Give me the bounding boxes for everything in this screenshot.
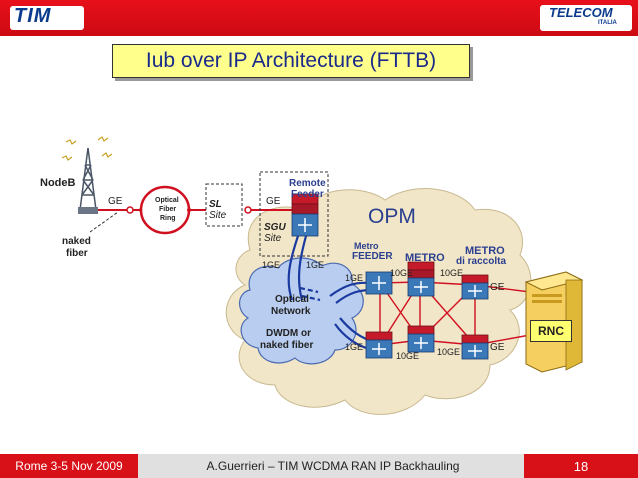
sl-label: SL [209, 199, 222, 210]
optical-ring-label-line2: Fiber [159, 206, 177, 213]
metro-raccolta-switch-bottom-icon [461, 334, 489, 360]
sl-connector [244, 206, 252, 214]
optical-ring-label-line3: Ring [160, 215, 176, 222]
sl-site-label: Site [209, 210, 227, 221]
tim-logo [10, 6, 84, 30]
sgu-site-box [259, 171, 329, 257]
sgu-label: SGU [264, 222, 286, 233]
telecom-logo-subtext: ITALIA [598, 20, 617, 26]
ge-mid-label: GE [266, 196, 281, 207]
nodeb-box [78, 207, 98, 214]
ge-rnc-bottom-label: GE [490, 342, 505, 353]
link-label-1ge: 1GE [262, 260, 281, 270]
link-connector [126, 206, 134, 214]
optical-ring-label-line1: Optical [155, 197, 179, 204]
link-label-10ge: 10GE [396, 351, 420, 361]
metro-feeder-label-line1: Metro [354, 241, 379, 251]
optical-network-label-line2: Network [271, 306, 311, 317]
optical-network-label-line1: Optical [275, 294, 309, 305]
ge-rnc-top-label: GE [490, 282, 505, 293]
remote-feeder-switch-icon [291, 193, 319, 237]
metro-feeder-switch-top-icon [365, 271, 393, 295]
page-number: 18 [524, 454, 638, 478]
link-label-10ge: 10GE [440, 268, 464, 278]
footer-event: Rome 3-5 Nov 2009 [0, 454, 138, 478]
nodeb-tower-icon [79, 147, 97, 211]
dwdm-label-line2: naked fiber [260, 340, 314, 351]
link-label-1ge: 1GE [306, 260, 325, 270]
rnc-server-icon [524, 271, 584, 373]
opm-label: OPM [368, 205, 416, 228]
metro-feeder-switch-bottom-icon [365, 331, 393, 359]
naked-fiber-pointer [89, 211, 119, 233]
link-label-1ge: 1GE [345, 273, 364, 283]
dwdm-label-line1: DWDM or [266, 328, 311, 339]
metro-label: METRO [405, 252, 445, 264]
remote-feeder-label-line1: Remote [289, 178, 326, 189]
slide-title: Iub over IP Architecture (FTTB) [112, 44, 470, 78]
metro-raccolta-switch-top-icon [461, 274, 489, 300]
metro-feeder-label-line2: FEEDER [352, 251, 393, 262]
ge-left-label: GE [108, 196, 123, 207]
tim-logo-text: TIM [14, 5, 52, 27]
nodeb-label: NodeB [40, 177, 76, 189]
rnc-label: RNC [530, 320, 572, 342]
metro-raccolta-label-line1: METRO [465, 245, 505, 257]
telecom-logo-text: TELECOM [549, 5, 613, 20]
sl-site-box [205, 183, 243, 227]
radio-waves-icon [61, 136, 113, 161]
link-label-10ge: 10GE [390, 268, 414, 278]
remote-feeder-label-line2: Feeder [291, 189, 324, 200]
naked-fiber-label-line1: naked [62, 236, 91, 247]
metro-switch-top-icon [407, 261, 435, 297]
telecom-italia-logo [540, 5, 632, 31]
header-bar [0, 0, 638, 36]
sgu-site-label: Site [264, 233, 282, 244]
link-label-10ge: 10GE [437, 347, 461, 357]
metro-switch-bottom-icon [407, 325, 435, 353]
naked-fiber-label-line2: fiber [66, 248, 88, 259]
footer-author: A.Guerrieri – TIM WCDMA RAN IP Backhauli… [206, 459, 460, 473]
metro-raccolta-label-line2: di raccolta [456, 256, 507, 267]
link-label-1ge: 1GE [345, 342, 364, 352]
network-diagram [61, 136, 584, 415]
